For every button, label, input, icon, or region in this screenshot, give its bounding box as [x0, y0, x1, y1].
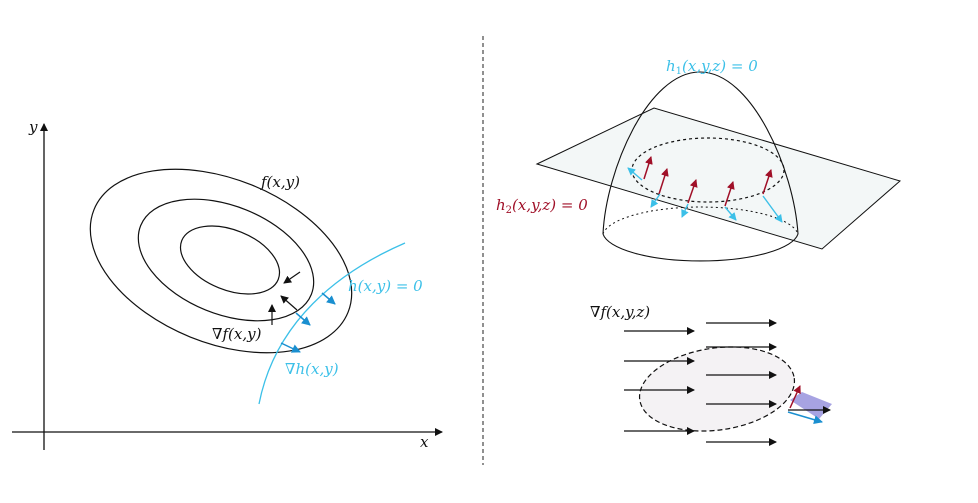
grad-h1-arrow-4 — [724, 181, 735, 207]
level-curve-middle — [137, 198, 315, 322]
optimum-grad-h1-arrow — [789, 385, 801, 409]
objective-label: f(x,y) — [260, 173, 300, 191]
paraboloid-base-front — [602, 233, 799, 262]
grad-h2-arrow-2 — [650, 193, 661, 208]
grad-h1-arrow-3 — [687, 179, 698, 204]
grad-f-arrow-1 — [283, 271, 301, 284]
paraboloid-base-back — [602, 206, 799, 235]
paraboloid-surface — [602, 71, 799, 235]
right-panel-3d: h1(x,y,z) = 0 h2(x,y,z) = 0 — [496, 57, 902, 262]
level-curve-inner — [179, 225, 281, 295]
constraint-label: h(x,y) = 0 — [348, 277, 423, 295]
grad-h-arrow-3 — [280, 342, 301, 353]
grad-f-arrow-2 — [280, 295, 298, 311]
grad-h1-arrow-2 — [658, 168, 669, 195]
constraint-curve — [258, 242, 406, 405]
grad-f-3d-label: ∇f(x,y,z) — [590, 303, 650, 321]
grad-h2-arrow-4 — [724, 206, 737, 221]
grad-h-arrow-2 — [295, 312, 311, 326]
h1-label: h1(x,y,z) = 0 — [666, 57, 758, 77]
right-panel-vector-field: ∇f(x,y,z) — [590, 303, 832, 446]
grad-h-arrow-1 — [321, 292, 336, 305]
h2-label: h2(x,y,z) = 0 — [496, 196, 588, 216]
optimum-grad-h2-arrow — [787, 411, 823, 425]
left-panel: x y f(x,y) h(x,y) = 0 ∇f(x,y) ∇h(x,y) — [12, 118, 443, 451]
y-axis-label: y — [28, 118, 38, 136]
grad-h1-arrow-1 — [643, 156, 653, 180]
grad-f-label: ∇f(x,y) — [212, 325, 262, 343]
constraint-plane — [535, 107, 902, 250]
level-curve-outer — [89, 168, 353, 354]
grad-h2-arrow-5 — [762, 195, 783, 223]
grad-h-label: ∇h(x,y) — [285, 360, 339, 378]
grad-h2-arrow-3 — [681, 203, 689, 218]
grad-h1-arrow-5 — [762, 169, 773, 195]
tangent-plane-patch — [790, 392, 832, 419]
feasible-region — [638, 346, 796, 432]
x-axis-label: x — [420, 433, 429, 451]
grad-h2-arrow-1 — [627, 167, 643, 181]
